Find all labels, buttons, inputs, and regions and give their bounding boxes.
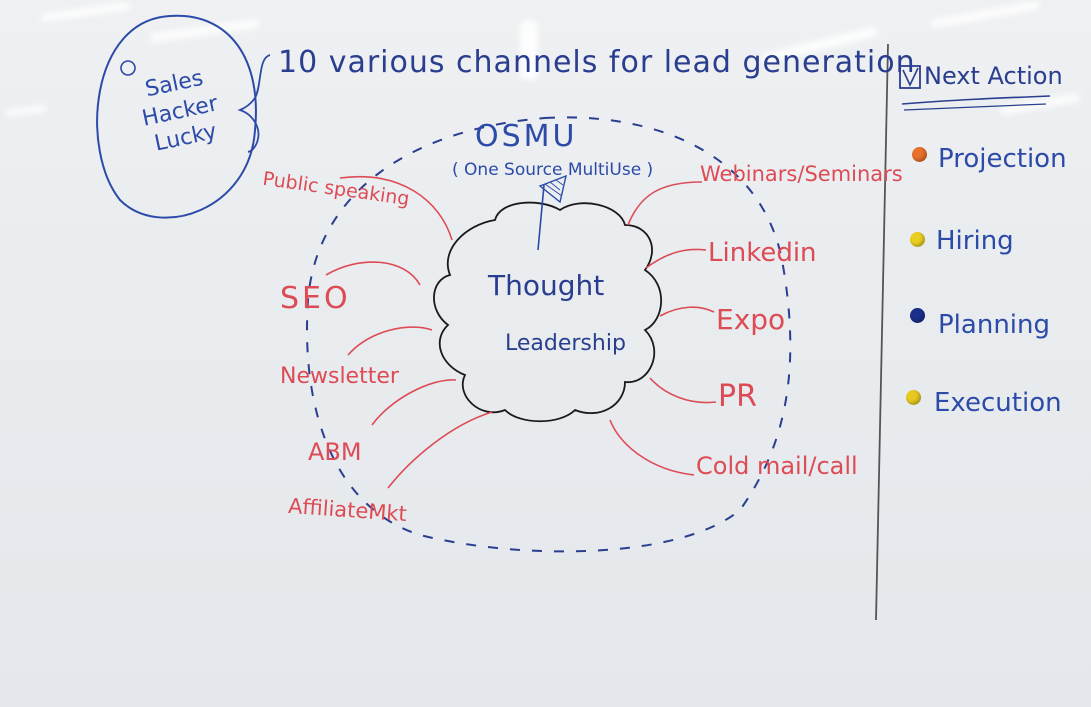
next-action-planning: Planning — [938, 310, 1050, 340]
channel-cold-mail-call: Cold mail/call — [696, 452, 858, 480]
cloud-antenna — [537, 184, 545, 251]
osmu-subtitle: ( One Source MultiUse ) — [452, 160, 654, 180]
main-heading: 10 various channels for lead generation — [278, 45, 916, 80]
connector-seo — [325, 261, 421, 286]
channel-webinars-seminars: Webinars/Seminars — [700, 162, 903, 186]
next-action-projection: Projection — [938, 144, 1067, 174]
connector-coldmail — [609, 419, 695, 476]
channel-abm: ABM — [308, 438, 362, 466]
connector-pr — [649, 377, 717, 404]
connector-public-speaking — [339, 176, 453, 241]
curly-brace — [237, 54, 271, 153]
checkbox-icon — [899, 65, 921, 89]
thought-cloud — [433, 201, 663, 423]
cloud-flag — [538, 174, 567, 204]
dashed-channel-ring — [306, 116, 792, 553]
connector-linkedin — [645, 248, 707, 269]
magnet-orange — [912, 147, 927, 162]
magnet-yellow — [910, 232, 925, 247]
brand-logo-glyph — [120, 60, 136, 76]
connector-newsletter — [347, 326, 433, 356]
magnet-navy — [910, 308, 925, 323]
cloud-label-line2: Leadership — [505, 331, 626, 356]
channel-seo: SEO — [280, 281, 351, 316]
brand-circle — [96, 14, 257, 219]
channel-expo: Expo — [716, 303, 786, 336]
next-action-hiring: Hiring — [936, 226, 1014, 256]
light-glare — [520, 20, 538, 80]
connector-expo — [659, 306, 715, 317]
connector-abm — [371, 379, 457, 426]
next-action-title: Next Action — [924, 62, 1063, 90]
osmu-title: OSMU — [475, 119, 578, 154]
section-divider — [875, 43, 889, 621]
magnet-yellow — [906, 390, 921, 405]
channel-pr: PR — [718, 379, 757, 414]
next-action-execution: Execution — [934, 388, 1062, 418]
channel-newsletter: Newsletter — [280, 364, 399, 389]
channel-linkedin: Linkedin — [708, 238, 817, 268]
next-action-underline — [901, 95, 1051, 105]
connector-webinars — [627, 181, 703, 226]
connector-affiliate — [387, 411, 493, 489]
cloud-label-line1: Thought — [488, 269, 605, 302]
